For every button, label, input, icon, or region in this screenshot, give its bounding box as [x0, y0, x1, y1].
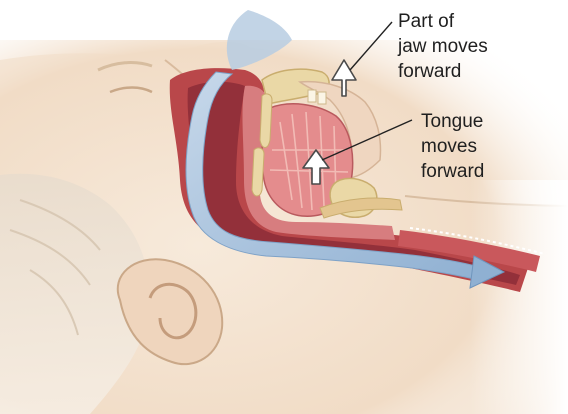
- tongue-label-line-2: moves: [421, 136, 477, 157]
- jaw-label-line-3: forward: [398, 61, 461, 82]
- jaw-label-line-2: jaw moves: [397, 36, 488, 57]
- tongue-label-line-3: forward: [421, 161, 484, 182]
- jaw-label-line-1: Part of: [398, 11, 455, 32]
- tongue-label-line-1: Tongue: [421, 111, 483, 132]
- tongue-label: Tongue moves forward: [421, 111, 489, 182]
- right-fade: [470, 180, 568, 414]
